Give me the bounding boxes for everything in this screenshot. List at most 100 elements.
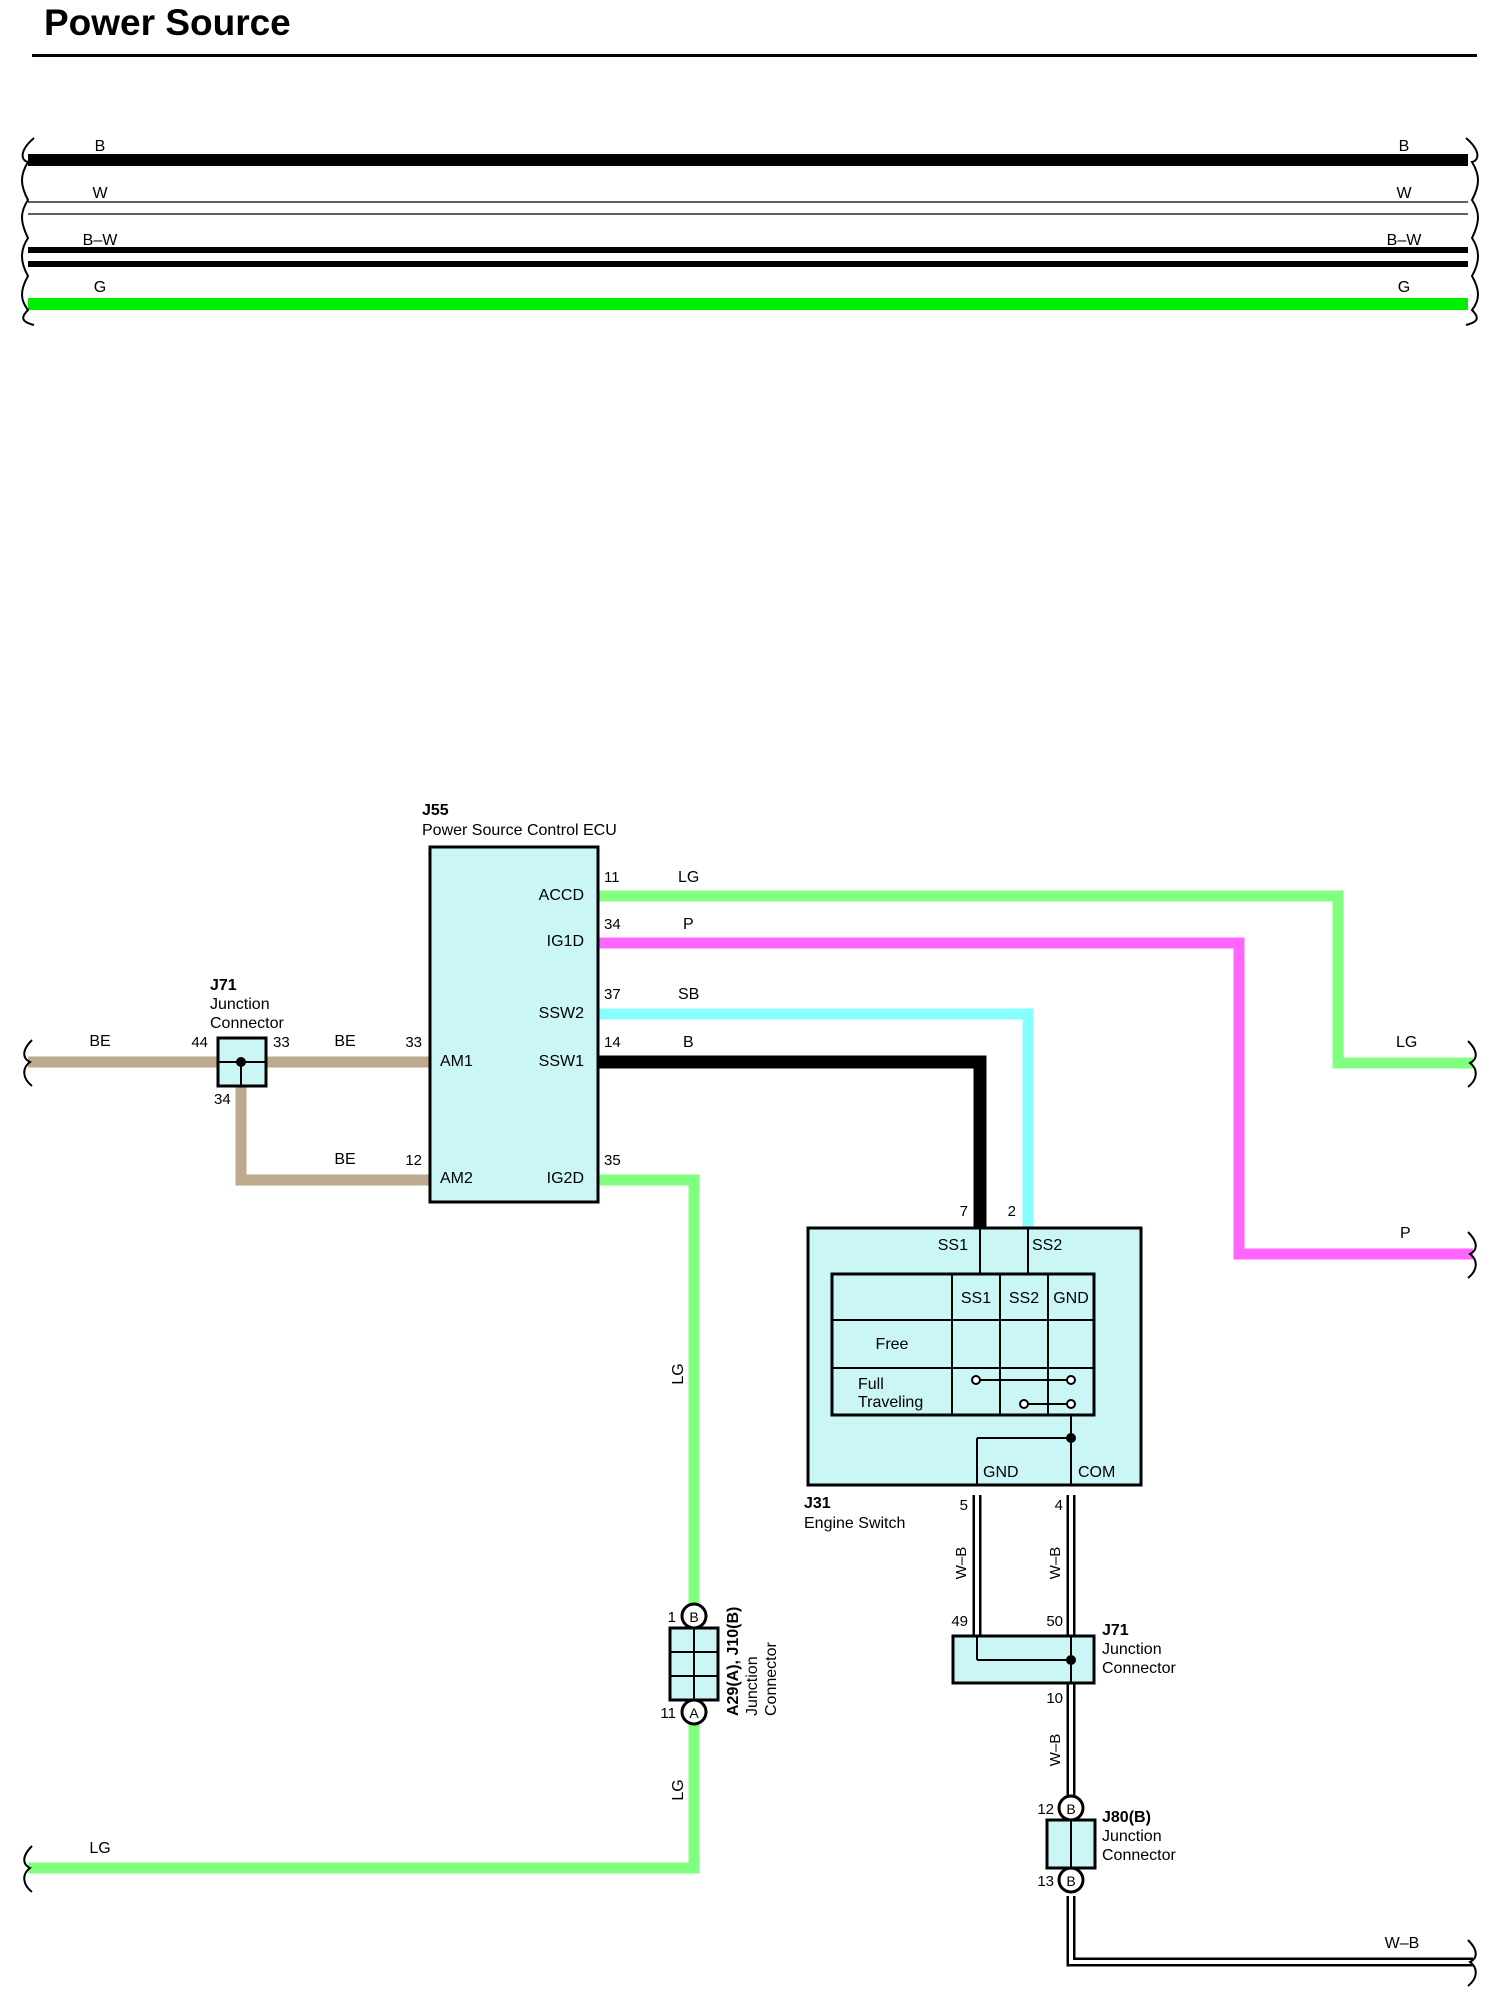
j31-table-row-free: Free bbox=[876, 1336, 909, 1353]
wire-label-b-ssw1: B bbox=[683, 1034, 694, 1051]
wire-label-lg-vert-upper: LG bbox=[670, 1363, 687, 1384]
wire-lg-accd bbox=[598, 890, 1473, 1069]
legend-wire-w bbox=[28, 201, 1468, 215]
j31-table-col-ss2: SS2 bbox=[1009, 1290, 1039, 1307]
j55-pin-ig2d: IG2D bbox=[547, 1170, 584, 1187]
j31-pinno-gnd: 5 bbox=[960, 1497, 968, 1514]
j31-pin-ss2: SS2 bbox=[1032, 1237, 1062, 1254]
j71-right-pin-10: 10 bbox=[1046, 1690, 1063, 1707]
j55-code: J55 bbox=[422, 802, 449, 819]
legend-label-w-left: W bbox=[92, 185, 108, 202]
wire-label-wb-10: W–B bbox=[1047, 1734, 1064, 1767]
j80-name-1: Junction bbox=[1102, 1828, 1162, 1845]
j71-left-junction-connector bbox=[216, 1036, 268, 1088]
wire-label-be-12: BE bbox=[334, 1151, 355, 1168]
break-p-right bbox=[1467, 1231, 1477, 1279]
j55-name: Power Source Control ECU bbox=[422, 822, 617, 839]
wire-b-ssw1 bbox=[598, 1055, 987, 1228]
wire-label-lg-top: LG bbox=[678, 869, 699, 886]
j71-left-pin-33: 33 bbox=[273, 1034, 290, 1051]
j55-pin-am1: AM1 bbox=[440, 1053, 473, 1070]
j71-right-pin-49: 49 bbox=[951, 1613, 968, 1630]
j31-pinno-ss2: 2 bbox=[1008, 1203, 1016, 1220]
j31-pin-ss1: SS1 bbox=[938, 1237, 968, 1254]
j55-pin-ssw1: SSW1 bbox=[539, 1053, 584, 1070]
j31-table-row-full-1: Full bbox=[858, 1376, 884, 1393]
wire-label-be-33: BE bbox=[334, 1033, 355, 1050]
j71-left-code: J71 bbox=[210, 977, 237, 994]
wire-label-lg-vert-lower: LG bbox=[670, 1779, 687, 1800]
j55-pin-accd: ACCD bbox=[539, 887, 584, 904]
break-be-left bbox=[23, 1039, 33, 1087]
legend-label-g-left: G bbox=[94, 279, 106, 296]
wire-label-wb-4: W–B bbox=[1047, 1547, 1064, 1580]
wire-lg-ig2d bbox=[598, 1174, 700, 1605]
wire-wb-bottom bbox=[1066, 1896, 1473, 1967]
j55-pinno-ssw1: 14 bbox=[604, 1034, 621, 1051]
wire-label-lg-bottom: LG bbox=[89, 1840, 110, 1857]
j80-connector-bottom: B bbox=[1066, 1873, 1075, 1889]
legend-label-bw-right: B–W bbox=[1387, 232, 1423, 249]
j55-pinno-ig2d: 35 bbox=[604, 1152, 621, 1169]
a29-connector-bottom: A bbox=[689, 1705, 699, 1721]
legend-label-b-right: B bbox=[1399, 138, 1410, 155]
j31-table-row-full-2: Traveling bbox=[858, 1394, 923, 1411]
a29-name-2: Connector bbox=[763, 1642, 780, 1716]
wire-sb-ssw2 bbox=[598, 1008, 1034, 1228]
j80-pin-top: 12 bbox=[1037, 1801, 1054, 1818]
j55-power-source-control-ecu bbox=[428, 845, 600, 1204]
page-title: Power Source bbox=[44, 2, 291, 43]
wire-label-wb-bottom: W–B bbox=[1385, 1935, 1420, 1952]
a29-code: A29(A), J10(B) bbox=[725, 1607, 742, 1716]
j31-table-col-ss1: SS1 bbox=[961, 1290, 991, 1307]
legend-label-bw-left: B–W bbox=[83, 232, 119, 249]
wire-lg-bottom bbox=[28, 1724, 700, 1874]
j71-right-junction-connector bbox=[951, 1634, 1096, 1685]
title-rule bbox=[32, 54, 1477, 57]
wire-p-ig1d bbox=[598, 937, 1473, 1260]
j71-right-name-2: Connector bbox=[1102, 1660, 1176, 1677]
j71-right-pin-50: 50 bbox=[1046, 1613, 1063, 1630]
j55-pinno-ssw2: 37 bbox=[604, 986, 621, 1003]
j71-right-code: J71 bbox=[1102, 1622, 1129, 1639]
j31-engine-switch bbox=[806, 1226, 1143, 1487]
j80-name-2: Connector bbox=[1102, 1847, 1176, 1864]
a29-name-1: Junction bbox=[744, 1656, 761, 1716]
j55-pinno-accd: 11 bbox=[604, 869, 620, 886]
j71-left-pin-34: 34 bbox=[214, 1091, 231, 1108]
j31-pin-gnd: GND bbox=[983, 1464, 1019, 1481]
break-lg-left bbox=[23, 1845, 33, 1893]
j71-left-name-1: Junction bbox=[210, 996, 270, 1013]
a29-connector-top: B bbox=[689, 1609, 698, 1625]
j80-pin-bottom: 13 bbox=[1037, 1873, 1054, 1890]
j71-left-pin-44: 44 bbox=[191, 1034, 208, 1051]
legend-label-b-left: B bbox=[95, 138, 106, 155]
wire-be-am2 bbox=[235, 1086, 430, 1186]
j80-connector-top: B bbox=[1066, 1801, 1075, 1817]
j55-pinno-am1: 33 bbox=[405, 1034, 422, 1051]
legend-break-left bbox=[21, 137, 35, 326]
wire-label-sb: SB bbox=[678, 986, 699, 1003]
j31-name: Engine Switch bbox=[804, 1515, 905, 1532]
legend-label-w-right: W bbox=[1396, 185, 1412, 202]
wire-label-be-in: BE bbox=[89, 1033, 110, 1050]
j55-pin-ssw2: SSW2 bbox=[539, 1005, 584, 1022]
legend-break-right bbox=[1465, 137, 1479, 326]
wire-label-lg-right: LG bbox=[1396, 1034, 1417, 1051]
j55-pin-ig1d: IG1D bbox=[547, 933, 584, 950]
j31-pinno-com: 4 bbox=[1055, 1497, 1063, 1514]
break-wb-right bbox=[1467, 1939, 1477, 1987]
wire-label-wb-5: W–B bbox=[953, 1547, 970, 1580]
j31-pin-com: COM bbox=[1078, 1464, 1115, 1481]
j55-pinno-ig1d: 34 bbox=[604, 916, 621, 933]
a29-j10-junction-connector bbox=[668, 1602, 720, 1726]
j31-code: J31 bbox=[804, 1495, 831, 1512]
j80-junction-connector bbox=[1045, 1794, 1097, 1894]
a29-pin-top: 1 bbox=[668, 1609, 676, 1626]
a29-pin-bottom: 11 bbox=[660, 1705, 676, 1722]
break-lg-right bbox=[1467, 1040, 1477, 1088]
j71-left-name-2: Connector bbox=[210, 1015, 284, 1032]
j71-right-name-1: Junction bbox=[1102, 1641, 1162, 1658]
wire-label-p-top: P bbox=[683, 916, 694, 933]
